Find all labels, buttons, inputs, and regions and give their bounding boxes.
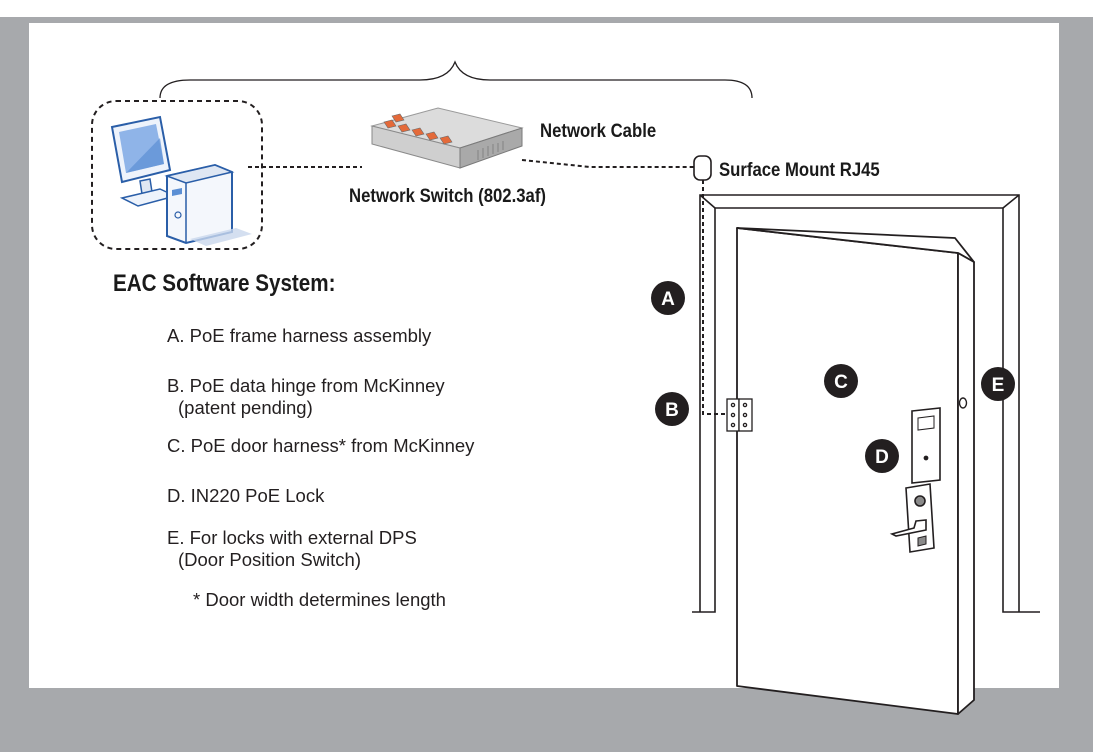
door <box>736 227 975 715</box>
network-switch-icon <box>370 107 524 169</box>
surface-mount-label: Surface Mount RJ45 <box>719 160 880 181</box>
network-cable-line <box>248 159 695 168</box>
footnote: * Door width determines length <box>167 589 474 611</box>
list-item-text: C. PoE door harness* from McKinney <box>167 435 475 456</box>
door-frame <box>692 194 1040 613</box>
frame-harness-line <box>702 180 728 415</box>
list-item-text: A. PoE frame harness assembly <box>167 325 432 346</box>
network-cable-label: Network Cable <box>540 121 657 142</box>
network-switch-label: Network Switch (802.3af) <box>349 186 546 207</box>
callout-d-label: D <box>875 447 889 468</box>
list-item-subtext: (patent pending) <box>178 397 313 418</box>
callout-c-badge: C <box>824 364 858 398</box>
list-item-e: E. For locks with external DPS (Door Pos… <box>167 527 474 589</box>
list-item-subtext: (Door Position Switch) <box>178 549 362 570</box>
callout-d-badge: D <box>865 439 899 473</box>
list-item-d: D. IN220 PoE Lock <box>167 485 474 527</box>
list-item-text: B. PoE data hinge from McKinney <box>167 375 445 396</box>
footnote-text: * Door width determines length <box>193 589 446 610</box>
data-hinge-icon <box>726 398 753 432</box>
brace <box>159 60 753 99</box>
callout-a-label: A <box>661 289 675 310</box>
callout-c-label: C <box>834 372 848 393</box>
callout-b-badge: B <box>655 392 689 426</box>
list-item-text: E. For locks with external DPS <box>167 527 417 548</box>
component-list: A. PoE frame harness assembly B. PoE dat… <box>167 325 474 611</box>
callout-e-label: E <box>992 375 1005 396</box>
computer-icon <box>110 115 252 246</box>
callout-b-label: B <box>665 400 679 421</box>
list-item-c: C. PoE door harness* from McKinney <box>167 435 474 485</box>
in220-lock-icon <box>889 407 941 553</box>
rj45-jack-icon <box>693 155 712 181</box>
computer-enclosure <box>91 100 263 250</box>
list-item-a: A. PoE frame harness assembly <box>167 325 474 375</box>
diagram-title: EAC Software System: <box>113 270 336 297</box>
callout-e-badge: E <box>981 367 1015 401</box>
callout-a-badge: A <box>651 281 685 315</box>
list-item-b: B. PoE data hinge from McKinney (patent … <box>167 375 474 435</box>
list-item-text: D. IN220 PoE Lock <box>167 485 325 506</box>
